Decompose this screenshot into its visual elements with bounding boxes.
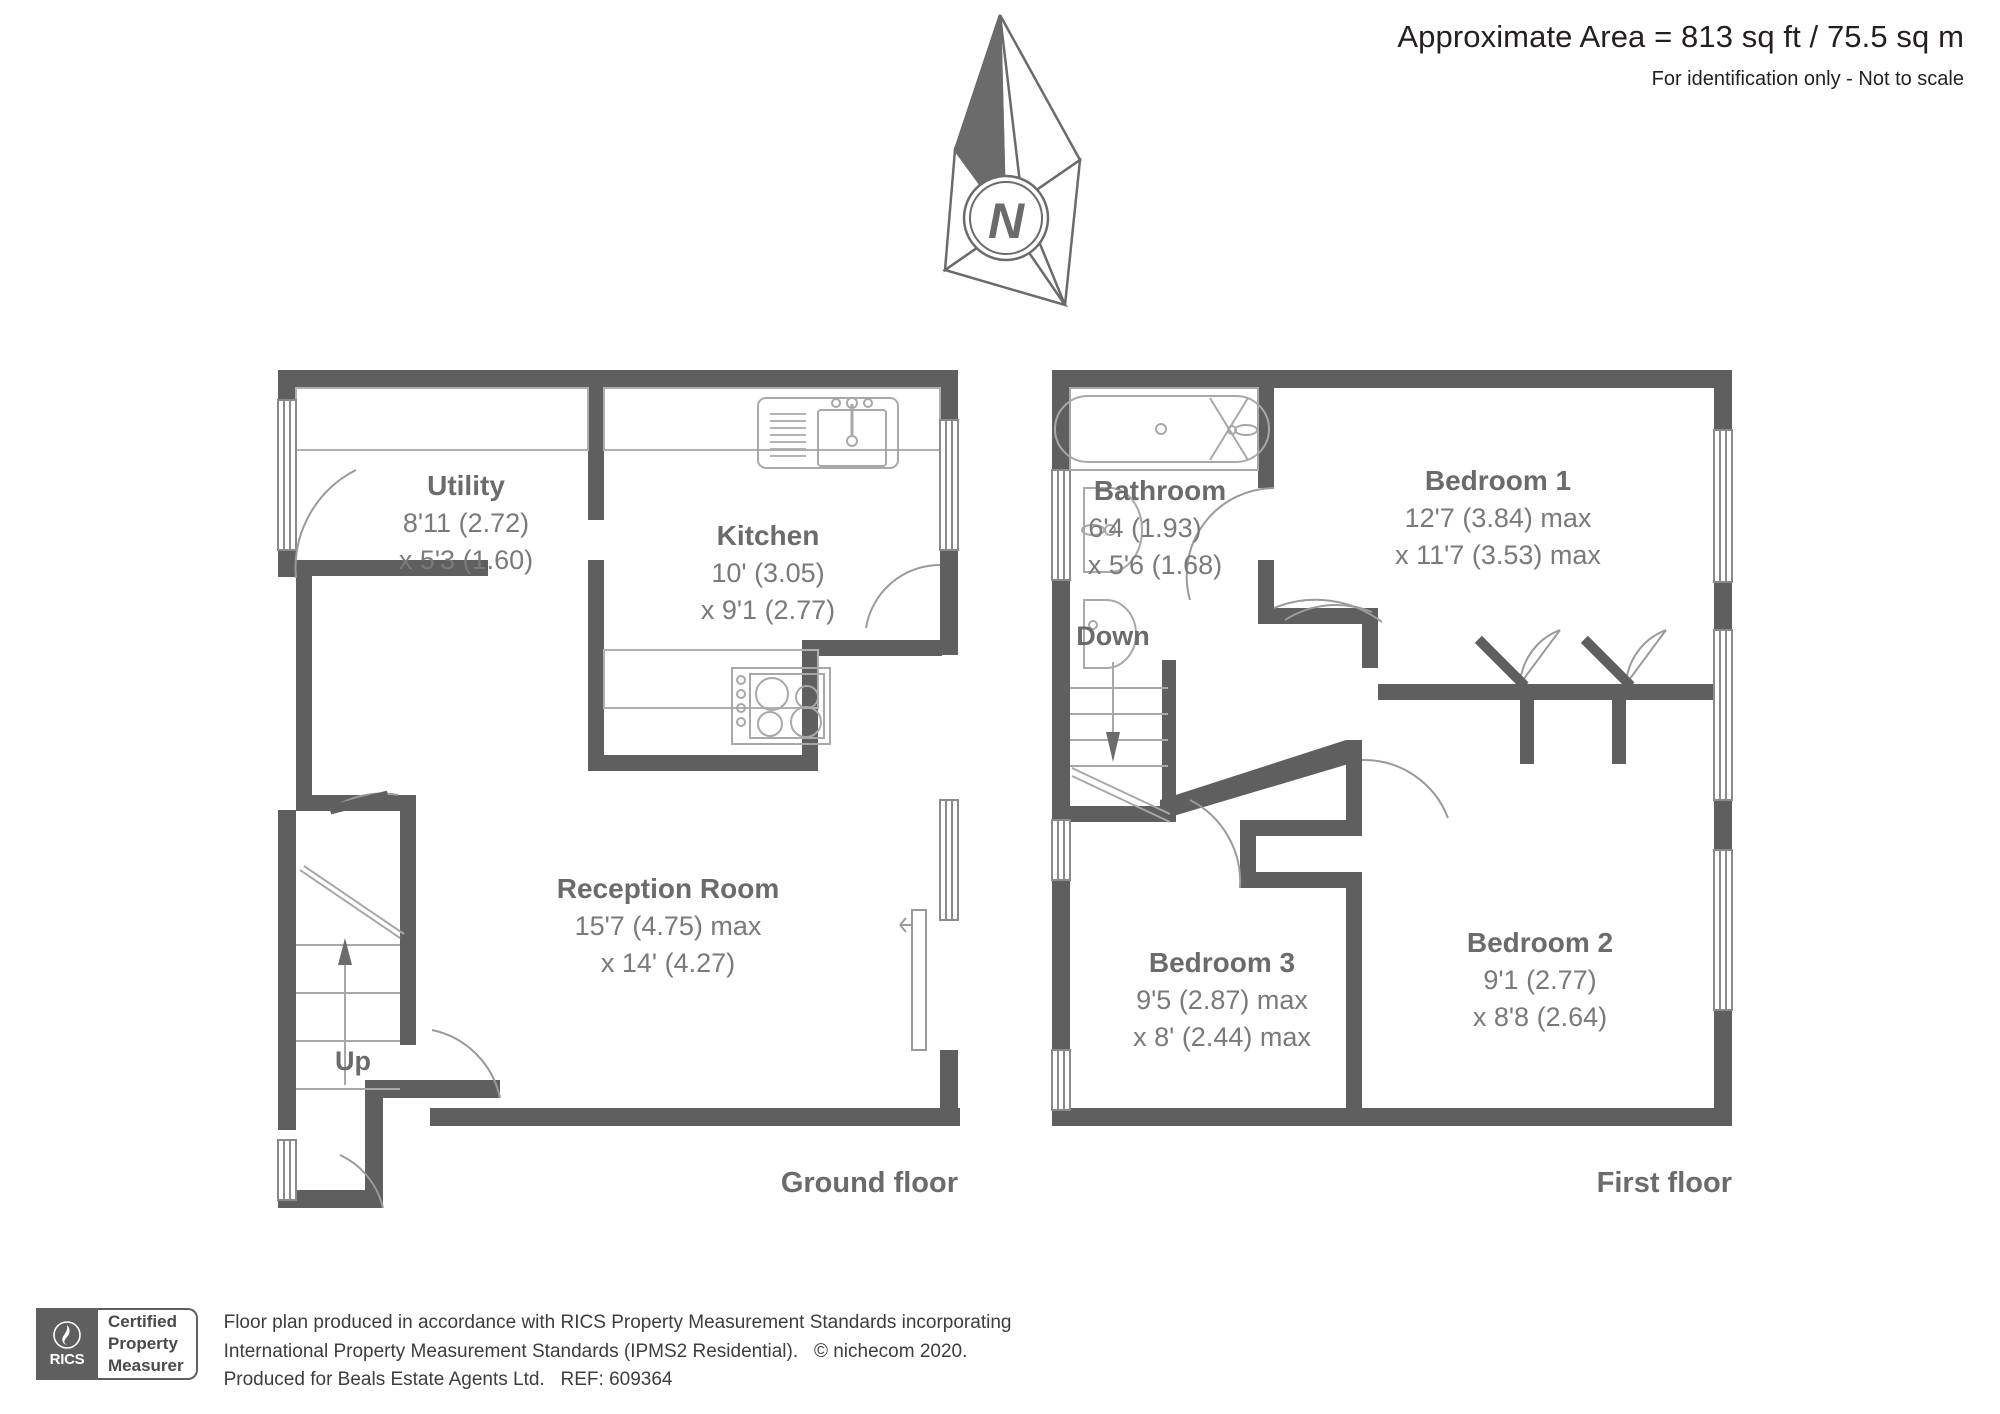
kitchen-hob-fixture [731,667,831,745]
room-dim1-bathroom: 6'4 (1.93) [1088,513,1201,543]
kitchen-sink-fixture [757,397,899,469]
ground-floor-labels: Utility 8'11 (2.72) x 5'3 (1.60) Kitchen… [399,470,835,978]
room-name-bedroom3: Bedroom 3 [1149,947,1295,978]
patio-door [899,909,927,1051]
first-floor-title: First floor [1597,1167,1732,1199]
room-dim1-bedroom1: 12'7 (3.84) max [1405,503,1592,533]
room-name-utility: Utility [427,470,505,501]
room-name-reception: Reception Room [557,873,779,904]
utility-door [294,469,357,579]
room-dim2-kitchen: x 9'1 (2.77) [701,595,835,625]
room-name-kitchen: Kitchen [717,520,820,551]
rics-line-certified: Certified [108,1312,177,1332]
first-floor-plan: Down Bathroom 6'4 (1.93) x 5'6 (1.6 [1051,370,1733,1199]
footer: RICS Certified Property Measurer Floor p… [36,1308,1011,1396]
compass-north-label: N [988,193,1025,249]
ground-floor-staircase: Up [296,865,405,1090]
rics-brand-mark: RICS [36,1308,98,1380]
ground-floor-title: Ground floor [781,1167,958,1199]
kitchen-door [865,564,941,629]
room-dim2-bedroom3: x 8' (2.44) max [1133,1022,1311,1052]
room-dim2-utility: x 5'3 (1.60) [399,545,533,575]
first-floor-doors [1185,487,1667,889]
north-compass-rose: N [942,14,1082,308]
rics-certified-logo: RICS Certified Property Measurer [36,1308,198,1380]
rics-line-property: Property [108,1334,178,1354]
room-dim2-bedroom2: x 8'8 (2.64) [1473,1002,1607,1032]
room-name-bedroom1: Bedroom 1 [1425,465,1571,496]
room-name-bedroom2: Bedroom 2 [1467,927,1613,958]
first-floor-walls [1052,370,1732,1126]
approximate-area-text: Approximate Area = 813 sq ft / 75.5 sq m [1397,19,1964,54]
room-dim2-reception: x 14' (4.27) [601,948,735,978]
room-name-bathroom: Bathroom [1094,475,1226,506]
ground-floor-walls [278,370,960,1208]
hall-door [328,790,399,815]
room-dim1-utility: 8'11 (2.72) [403,508,529,538]
first-floor-labels: Bathroom 6'4 (1.93) x 5'6 (1.68) Bedroom… [1088,465,1613,1052]
rics-crest-icon [53,1321,81,1349]
porch-door [339,1154,384,1209]
disclaimer-text: Floor plan produced in accordance with R… [224,1308,1012,1396]
disclaimer-line-1: Floor plan produced in accordance with R… [223,1312,1012,1333]
rics-certification-text: Certified Property Measurer [98,1308,198,1380]
room-dim1-kitchen: 10' (3.05) [711,558,824,588]
room-dim2-bathroom: x 5'6 (1.68) [1088,550,1222,580]
room-dim2-bedroom1: x 11'7 (3.53) max [1395,540,1601,570]
first-floor-windows [1051,429,1733,1111]
disclaimer-line-3: Produced for Beals Estate Agents Ltd. RE… [223,1369,673,1391]
room-dim1-bedroom2: 9'1 (2.77) [1483,965,1596,995]
header: Approximate Area = 813 sq ft / 75.5 sq m… [0,0,2000,92]
cupboard-door-leaves [1474,635,1635,690]
ground-floor-windows [277,399,959,1201]
landing-angled-wall [1160,740,1362,820]
front-door [431,1029,501,1099]
rics-wordmark: RICS [49,1351,85,1368]
identification-note: For identification only - Not to scale [1651,67,1964,90]
disclaimer-line-2: International Property Measurement Stand… [223,1340,968,1362]
room-dim1-bedroom3: 9'5 (2.87) max [1136,985,1308,1015]
first-floor-staircase: Down [1070,621,1171,823]
ground-floor-fixtures [295,387,941,709]
first-stairs-label: Down [1076,621,1150,651]
rics-line-measurer: Measurer [108,1355,184,1375]
ground-stairs-label: Up [335,1046,371,1076]
ground-floor-plan: Up Utility 8'11 (2.72) x 5'3 (1.60) Kitc… [277,370,960,1209]
bathroom-fixtures [1054,387,1270,669]
room-dim1-reception: 15'7 (4.75) max [575,911,762,941]
